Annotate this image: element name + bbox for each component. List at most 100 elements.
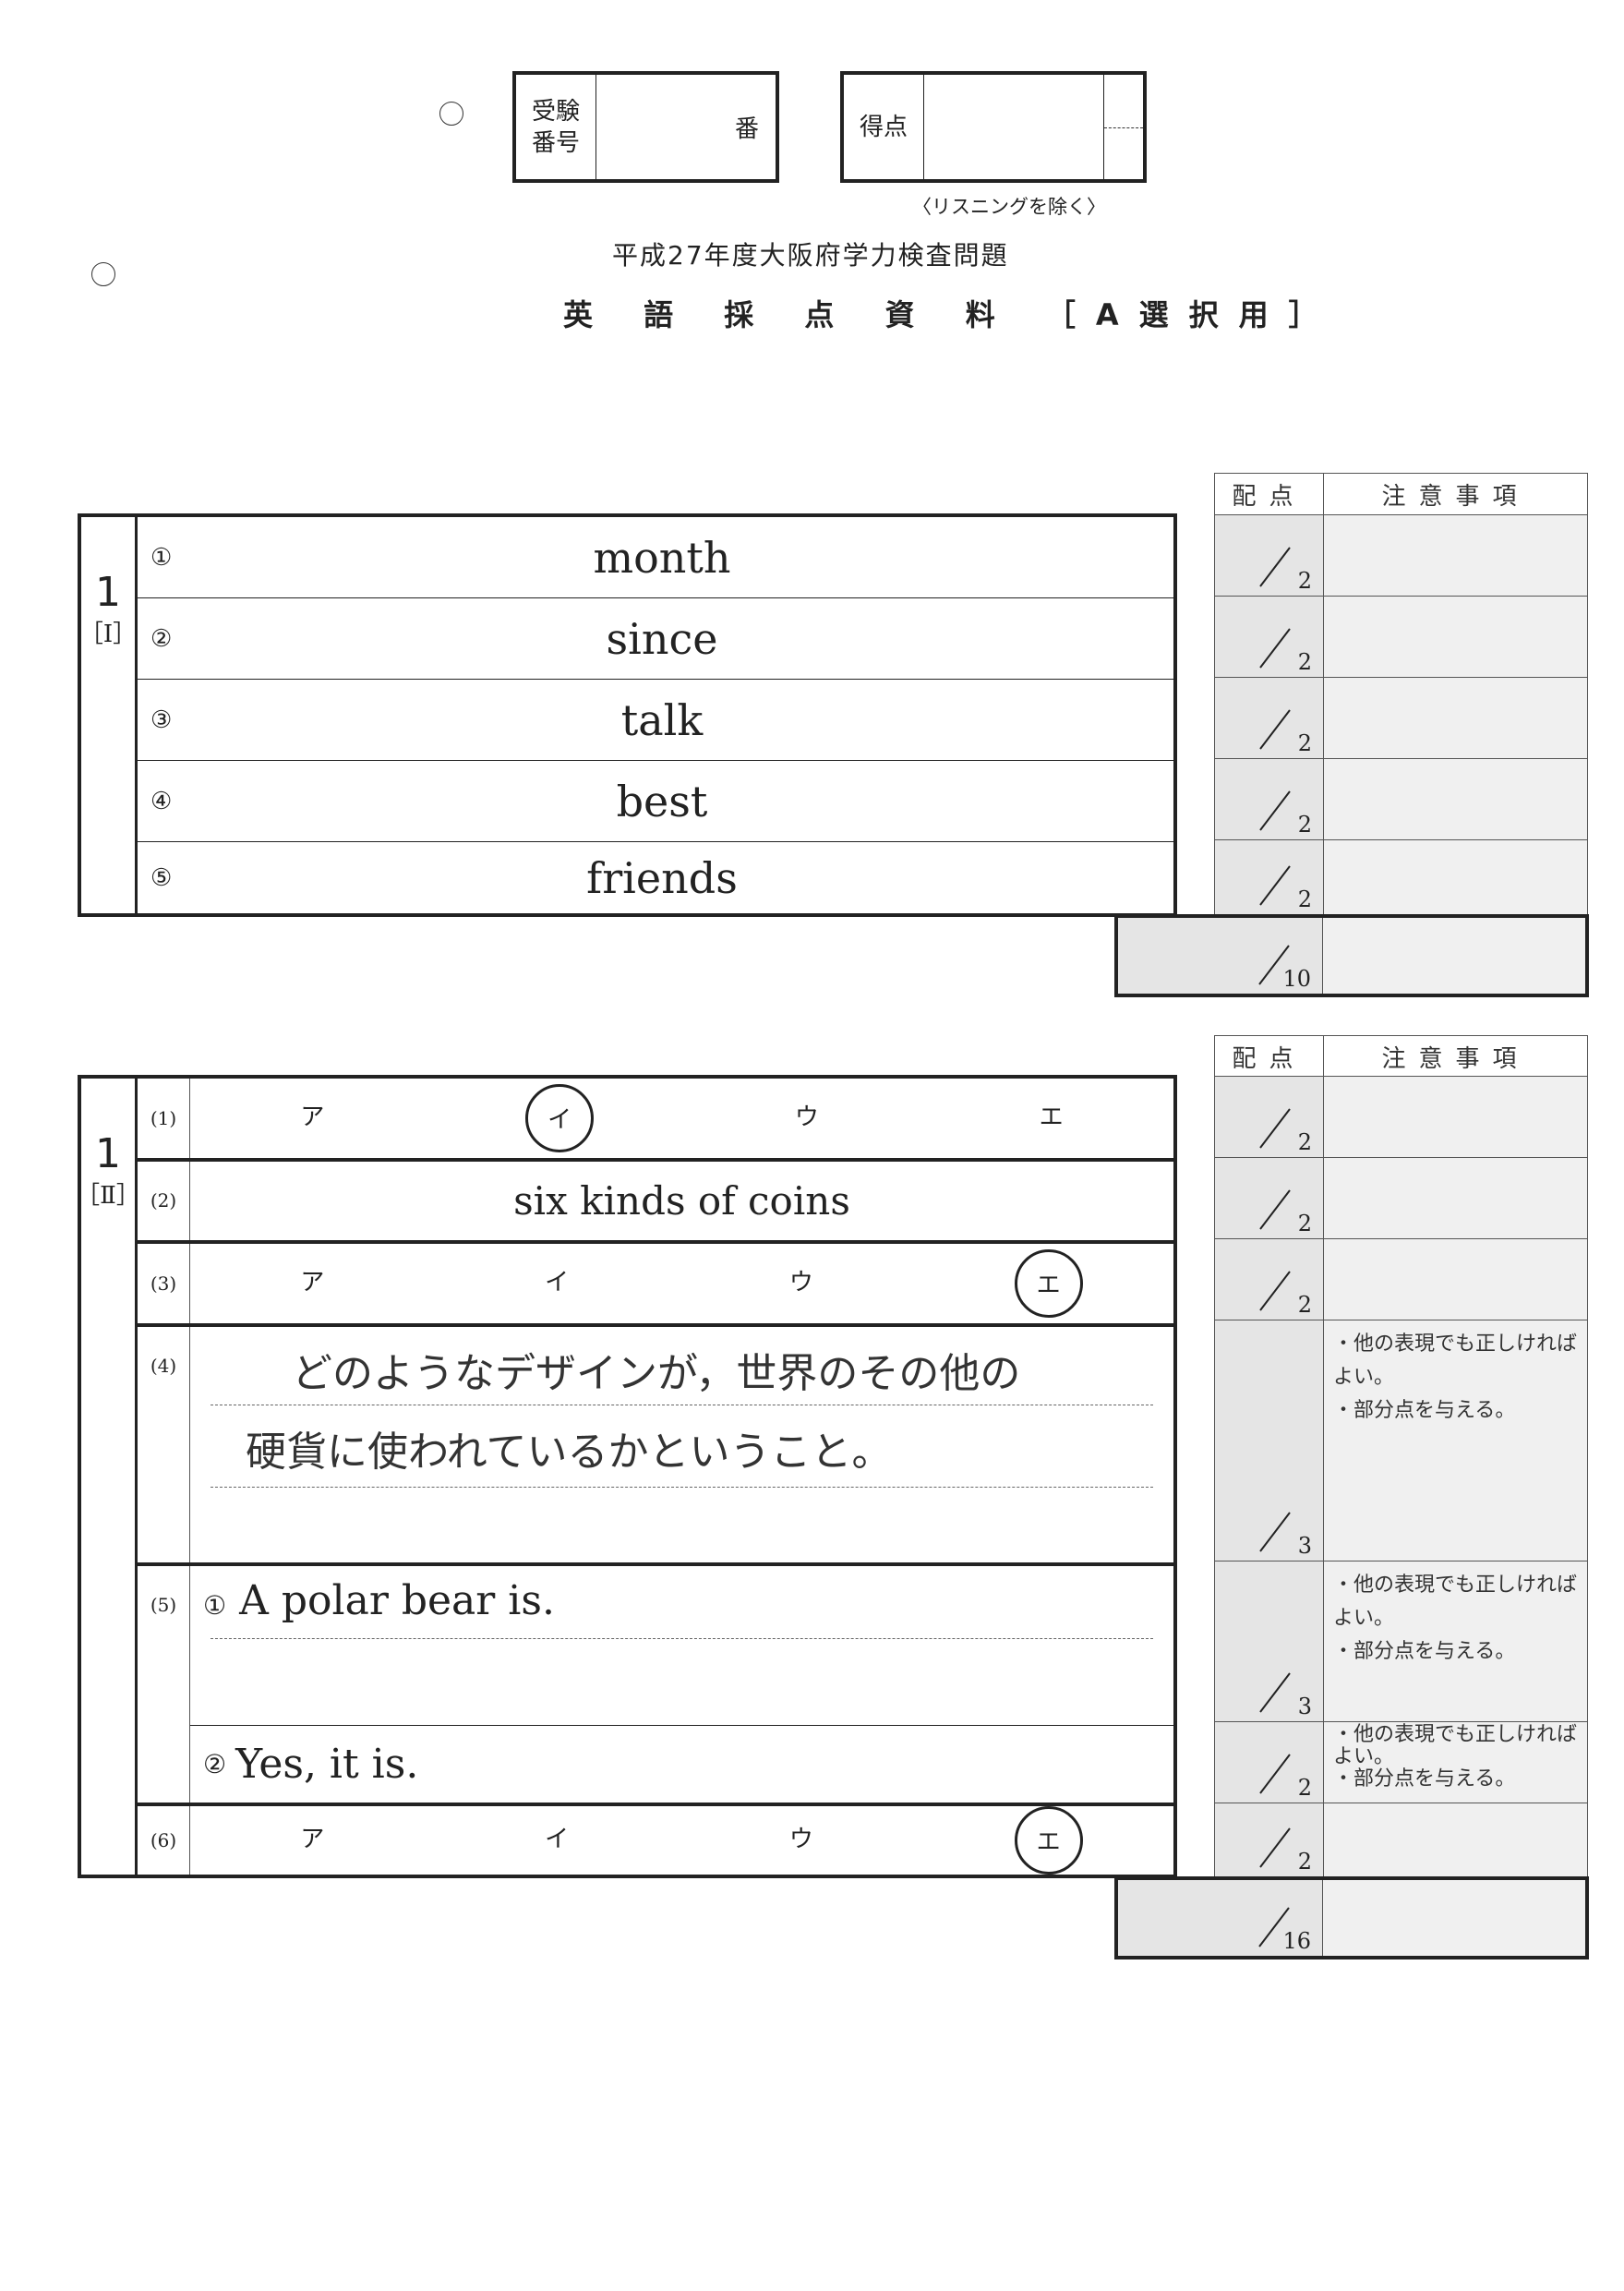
score-header: 配点 注意事項 xyxy=(1214,1035,1588,1077)
notes-cell: ・他の表現でも正しければよい。・部分点を与える。 xyxy=(1324,1722,1587,1803)
score-row: 2 ・他の表現でも正しければよい。・部分点を与える。 xyxy=(1215,1722,1587,1803)
score-label: 得点 xyxy=(844,75,924,179)
choice-e-selected: エ xyxy=(1014,1805,1083,1875)
note-item: ・部分点を与える。 xyxy=(1333,1767,1516,1791)
choice-a: ア xyxy=(300,1269,325,1297)
question-number: (6) xyxy=(138,1805,190,1875)
question-number: (4) xyxy=(138,1326,190,1563)
section-number: 1 ［Ⅱ］ xyxy=(76,1079,140,1875)
notes-cell: ・他の表現でも正しければよい。・部分点を与える。 xyxy=(1324,1320,1587,1561)
notes-cell xyxy=(1324,515,1587,596)
points-cell[interactable]: 2 xyxy=(1215,1803,1324,1876)
points-cell[interactable]: 2 xyxy=(1215,1722,1324,1803)
points-cell[interactable]: 2 xyxy=(1215,1239,1324,1320)
points-cell[interactable]: 2 xyxy=(1215,678,1324,758)
section2-total: 16 xyxy=(1114,1876,1589,1959)
notes-cell xyxy=(1324,840,1587,914)
sub-answer-1: ① A polar bear is. xyxy=(190,1566,1173,1727)
score-box: 得点 xyxy=(840,71,1147,183)
answer-text: month xyxy=(593,532,731,583)
points-cell[interactable]: 2 xyxy=(1215,1158,1324,1238)
notes-cell xyxy=(1324,597,1587,677)
section2-score-column: 2 2 2 3 ・他の表現でも正しければよい。・部分点を与える。 3 ・他の表現… xyxy=(1214,1076,1588,1877)
answer-text: since xyxy=(606,613,718,664)
exam-number-box: 受験番号 番 xyxy=(512,71,779,183)
points-cell[interactable]: 3 xyxy=(1215,1561,1324,1721)
choice-i: イ xyxy=(545,1826,570,1854)
section1-score-column: 2 2 2 2 2 xyxy=(1214,514,1588,915)
points-cell[interactable]: 2 xyxy=(1215,515,1324,596)
points-cell[interactable]: 2 xyxy=(1215,597,1324,677)
score-row: 2 xyxy=(1215,678,1587,759)
points-header: 配点 xyxy=(1215,1036,1324,1077)
answer-text: talk xyxy=(620,694,704,745)
score-row: 2 xyxy=(1215,1239,1587,1320)
question-row-1: (1) ア イ ウ エ xyxy=(138,1079,1173,1162)
notes-cell xyxy=(1324,759,1587,839)
points-cell[interactable]: 2 xyxy=(1215,1077,1324,1157)
score-side-cell xyxy=(1103,75,1143,179)
score-header: 配点 注意事項 xyxy=(1214,473,1588,514)
notes-cell xyxy=(1324,1077,1587,1157)
notes-cell xyxy=(1324,1239,1587,1320)
answer-text: best xyxy=(616,776,708,826)
note-item: ・他の表現でも正しければよい。 xyxy=(1333,1332,1578,1389)
score-row: 2 xyxy=(1215,1803,1587,1876)
answer-line-2: 硬貨に使われているかということ。 xyxy=(246,1428,893,1476)
question-row-4: (4) どのようなデザインが，世界のその他の 硬貨に使われているかということ。 xyxy=(138,1326,1173,1567)
notes-cell xyxy=(1324,678,1587,758)
sub-answer-2: ② Yes, it is. xyxy=(203,1741,419,1789)
total-points-cell[interactable]: 16 xyxy=(1118,1880,1323,1956)
question-number: (2) xyxy=(138,1161,190,1241)
score-row: 2 xyxy=(1215,1158,1587,1239)
score-row: 2 xyxy=(1215,840,1587,914)
notes-cell xyxy=(1324,1803,1587,1876)
notes-header: 注意事項 xyxy=(1381,1044,1530,1073)
score-note: 〈リスニングを除く〉 xyxy=(912,196,1106,218)
points-cell[interactable]: 3 xyxy=(1215,1320,1324,1561)
punch-hole-mark xyxy=(439,102,463,126)
section2-table: 1 ［Ⅱ］ (1) ア イ ウ エ (2) six kinds of coins… xyxy=(76,1075,1177,1878)
exam-number-field[interactable]: 番 xyxy=(596,75,776,179)
question-row-6: (6) ア イ ウ エ xyxy=(138,1805,1173,1875)
answer-text: A polar bear is. xyxy=(239,1577,555,1625)
note-item: ・部分点を与える。 xyxy=(1333,1399,1516,1422)
note-item: ・他の表現でも正しければよい。 xyxy=(1333,1574,1578,1630)
notes-cell: ・他の表現でも正しければよい。・部分点を与える。 xyxy=(1324,1561,1587,1721)
choice-e-selected: エ xyxy=(1014,1248,1083,1318)
total-notes-cell xyxy=(1323,918,1585,994)
answer-text: six kinds of coins xyxy=(513,1177,850,1224)
note-item: ・他の表現でも正しければよい。 xyxy=(1333,1723,1578,1768)
points-cell[interactable]: 2 xyxy=(1215,759,1324,839)
exam-number-suffix: 番 xyxy=(734,115,759,143)
choice-a: ア xyxy=(300,1826,325,1854)
exam-number-label: 受験番号 xyxy=(516,75,596,179)
total-points-cell[interactable]: 10 xyxy=(1118,918,1323,994)
score-row: 2 xyxy=(1215,1077,1587,1158)
question-number: (3) xyxy=(138,1244,190,1323)
points-cell[interactable]: 2 xyxy=(1215,840,1324,914)
choice-i: イ xyxy=(545,1269,570,1297)
notes-cell xyxy=(1324,1158,1587,1238)
choice-e: エ xyxy=(1039,1103,1064,1132)
score-row: 2 xyxy=(1215,759,1587,840)
punch-hole-mark xyxy=(91,262,115,286)
dashed-guide xyxy=(211,1486,1153,1488)
question-number: (5) xyxy=(138,1566,190,1803)
notes-header: 注意事項 xyxy=(1381,482,1530,511)
answer-line-1: どのようなデザインが，世界のその他の xyxy=(292,1349,1021,1397)
question-row-5: (5) ① A polar bear is. ② Yes, it is. xyxy=(138,1566,1173,1806)
score-row: 2 xyxy=(1215,515,1587,597)
score-field[interactable] xyxy=(924,75,1103,179)
note-item: ・部分点を与える。 xyxy=(1333,1640,1516,1663)
score-row: 3 ・他の表現でも正しければよい。・部分点を与える。 xyxy=(1215,1561,1587,1722)
question-number: (1) xyxy=(138,1079,190,1158)
choice-u: ウ xyxy=(794,1103,819,1132)
question-row-2: (2) six kinds of coins xyxy=(138,1161,1173,1245)
dashed-guide xyxy=(211,1638,1153,1640)
